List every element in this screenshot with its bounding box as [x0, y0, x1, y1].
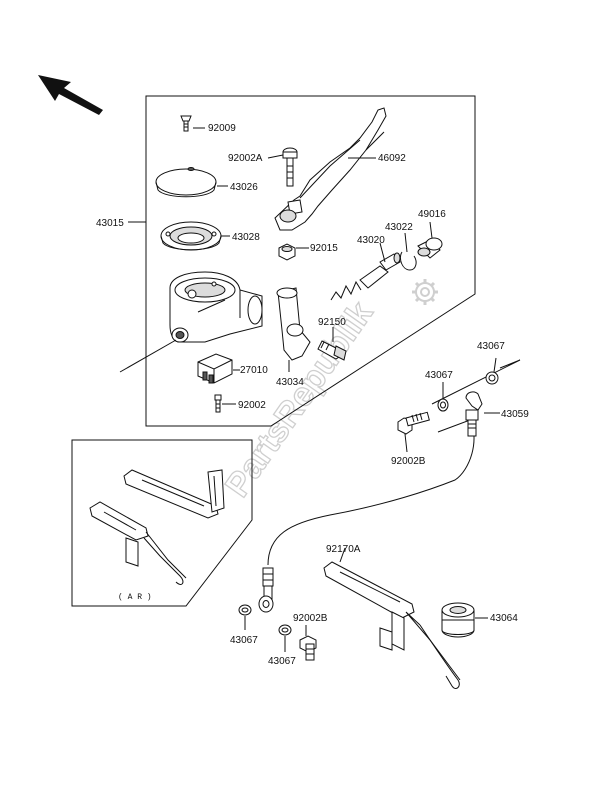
- label-43067-d: 43067: [268, 656, 296, 667]
- label-43067-a: 43067: [477, 341, 505, 352]
- label-46092: 46092: [378, 153, 406, 164]
- part-46092-lever: [274, 107, 387, 231]
- label-92002B-a: 92002B: [391, 456, 426, 467]
- assembly-frame: [145, 95, 476, 427]
- label-43022: 43022: [385, 222, 413, 233]
- label-27010: 27010: [240, 365, 268, 376]
- part-92002B-bolt-upper: [397, 411, 430, 453]
- part-43020-piston: [330, 242, 401, 301]
- label-92015: 92015: [310, 243, 338, 254]
- label-43028: 43028: [232, 232, 260, 243]
- part-27010-switch: [197, 353, 240, 384]
- brake-hose-line: [267, 359, 521, 566]
- label-43067-c: 43067: [230, 635, 258, 646]
- label-92002A: 92002A: [228, 153, 263, 164]
- part-92002A-bolt: [267, 147, 298, 187]
- part-49016-boot: [417, 221, 443, 259]
- label-43064: 43064: [490, 613, 518, 624]
- gear-watermark-icon: [412, 279, 438, 305]
- part-43067-washer-mid: [437, 382, 449, 412]
- label-43020: 43020: [357, 235, 385, 246]
- part-92009-screw: [180, 115, 205, 132]
- label-43059: 43059: [501, 409, 529, 420]
- part-ar-lower-bracket: [89, 501, 187, 585]
- part-master-cylinder-body: [119, 271, 263, 373]
- label-43034: 43034: [276, 377, 304, 388]
- part-43028-diaphragm: [160, 221, 230, 251]
- label-92150: 92150: [318, 317, 346, 328]
- part-43067-washer-right: [485, 357, 499, 385]
- part-92015-nut: [278, 243, 309, 261]
- label-43015: 43015: [96, 218, 124, 229]
- label-92009: 92009: [208, 123, 236, 134]
- part-92150-bolt: [317, 327, 347, 361]
- part-43064-rubber: [441, 602, 488, 638]
- label-49016: 49016: [418, 209, 446, 220]
- part-43067-washer-lower-left: [238, 604, 252, 630]
- part-hose-lower-fitting: [258, 567, 274, 613]
- part-43022-circlip: [399, 232, 417, 271]
- label-43067-b: 43067: [425, 370, 453, 381]
- part-43059-hose-end: [465, 391, 500, 437]
- direction-arrow-icon: [38, 75, 103, 115]
- label-92170A: 92170A: [326, 544, 361, 555]
- part-92002-screw: [214, 394, 236, 413]
- part-92002B-bolt-lower: [299, 625, 317, 661]
- label-ar: ( A R ): [118, 593, 152, 602]
- part-43034-clamp: [276, 287, 311, 372]
- label-92002B-b: 92002B: [293, 613, 328, 624]
- part-ar-upper-bracket: [123, 469, 225, 519]
- label-43026: 43026: [230, 182, 258, 193]
- part-43067-washer-lower-center: [278, 624, 292, 652]
- label-92002: 92002: [238, 400, 266, 411]
- part-43026-cap: [155, 167, 228, 198]
- part-92170A-bracket: [323, 547, 461, 689]
- ar-sub-frame: [71, 439, 253, 607]
